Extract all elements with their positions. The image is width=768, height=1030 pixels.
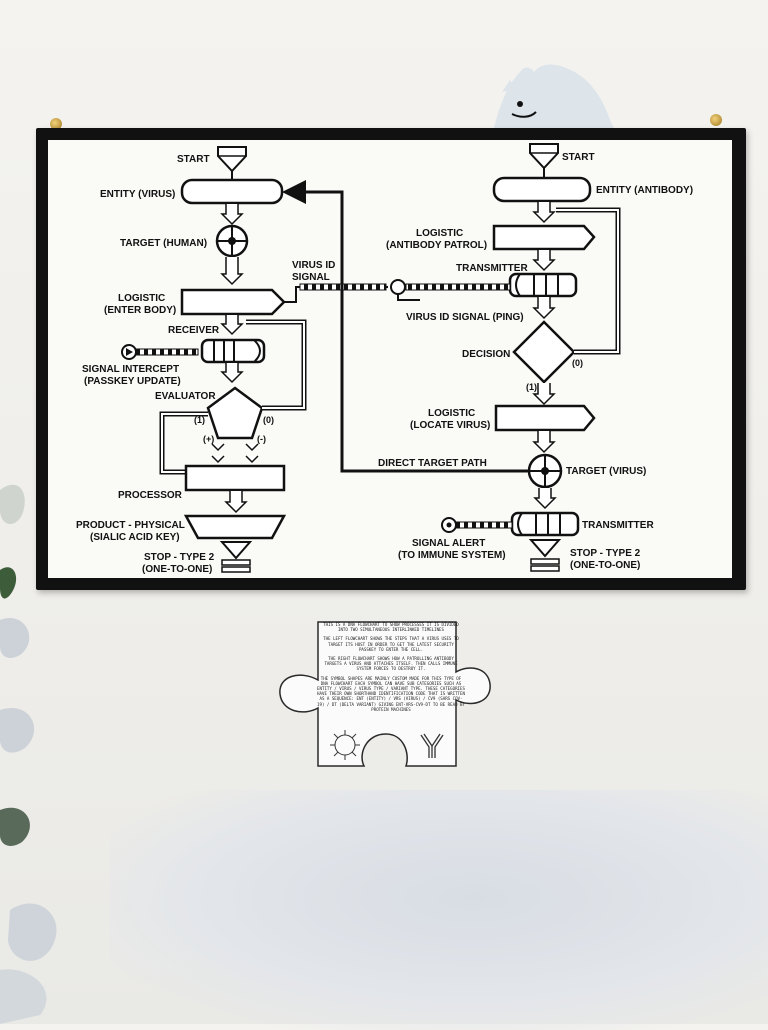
left-arrow-2 <box>220 204 244 226</box>
virus-icon <box>330 730 360 760</box>
right-target-symbol <box>527 453 563 489</box>
note-paragraph-4: THE SYMBOL SHAPES ARE MAINLY CUSTOM MADE… <box>317 675 465 712</box>
left-logistic-label-2: (ENTER BODY) <box>104 305 176 316</box>
decision-0-label: (0) <box>572 358 583 368</box>
note-paragraph-3: THE RIGHT FLOWCHART SHOWS HOW A PATROLLI… <box>324 656 458 672</box>
right-logistic-locate-symbol <box>494 404 596 432</box>
virus-id-ping-line <box>390 279 511 301</box>
right-stop-symbol <box>528 539 562 572</box>
right-start-label: START <box>562 152 595 163</box>
left-stop-symbol <box>219 541 253 573</box>
feedback-loop-0 <box>246 319 307 411</box>
left-entity-symbol <box>180 178 284 205</box>
virus-id-ping-label: VIRUS ID SIGNAL (PING) <box>406 312 524 323</box>
signal-intercept-symbol <box>121 344 199 360</box>
mount-screw <box>710 114 722 126</box>
decision-symbol <box>512 320 576 384</box>
signal-intercept-label-2: (PASSKEY UPDATE) <box>84 376 181 387</box>
right-arrow-4 <box>532 383 556 406</box>
right-entity-label: ENTITY (ANTIBODY) <box>596 185 693 196</box>
left-minus-arrow <box>245 443 259 464</box>
processor-label: PROCESSOR <box>118 490 183 501</box>
antibody-icon <box>420 733 444 758</box>
right-stop-label-1: STOP - TYPE 2 <box>570 548 641 559</box>
right-start-symbol <box>529 143 559 170</box>
left-entity-label: ENTITY (VIRUS) <box>100 189 175 200</box>
signal-alert-label-1: SIGNAL ALERT <box>412 538 485 549</box>
right-transmitter-label: TRANSMITTER <box>456 263 528 274</box>
receiver-symbol <box>200 338 266 364</box>
receiver-label: RECEIVER <box>168 325 220 336</box>
left-target-label: TARGET (HUMAN) <box>120 238 207 249</box>
left-logistic-symbol <box>180 288 286 316</box>
product-symbol <box>183 514 287 540</box>
minus-label: (-) <box>257 434 266 444</box>
left-arrow-3 <box>220 257 244 286</box>
left-stop-label-2: (ONE-TO-ONE) <box>142 564 212 575</box>
left-arrow-5 <box>220 363 244 384</box>
right-target-label: TARGET (VIRUS) <box>566 466 646 477</box>
decision-1-label: (1) <box>526 382 537 392</box>
right-logistic-locate-label-1: LOGISTIC <box>428 408 475 419</box>
signal-intercept-label-1: SIGNAL INTERCEPT <box>82 364 179 375</box>
snail-figure <box>494 64 614 128</box>
product-label-1: PRODUCT - PHYSICAL <box>76 520 185 531</box>
direct-target-path-label: DIRECT TARGET PATH <box>378 458 487 469</box>
left-arrow-4 <box>220 315 244 336</box>
evaluator-symbol <box>206 386 264 440</box>
left-plus-arrow <box>211 443 225 464</box>
right-arrow-1 <box>532 202 556 224</box>
right-arrow-6 <box>533 488 557 510</box>
right-logistic-patrol-label-2: (ANTIBODY PATROL) <box>386 240 487 251</box>
right-transmitter-symbol <box>508 272 578 298</box>
left-stop-label-1: STOP - TYPE 2 <box>144 552 215 563</box>
plus-label: (+) <box>203 434 214 444</box>
right-stop-label-2: (ONE-TO-ONE) <box>570 560 640 571</box>
note-paragraph-1: THIS IS A DNA FLOWCHART TO SHOW PROCESSE… <box>323 622 459 633</box>
right-transmitter2-label: TRANSMITTER <box>582 520 654 531</box>
right-arrow-3 <box>532 297 556 320</box>
left-start-label: START <box>177 154 210 165</box>
puzzle-note-card <box>279 621 491 767</box>
evaluator-branch-0: (0) <box>263 415 274 425</box>
evaluator-branch-1: (1) <box>194 415 205 425</box>
right-logistic-locate-label-2: (LOCATE VIRUS) <box>410 420 490 431</box>
puzzle-note-text: THIS IS A DNA FLOWCHART TO SHOW PROCESSE… <box>317 622 465 716</box>
plant-shadow <box>0 484 57 1024</box>
left-logistic-label-1: LOGISTIC <box>118 293 165 304</box>
signal-alert-label-2: (TO IMMUNE SYSTEM) <box>398 550 506 561</box>
processor-symbol <box>184 464 286 492</box>
virus-id-signal-label-2: SIGNAL <box>292 272 330 283</box>
right-logistic-patrol-label-1: LOGISTIC <box>416 228 463 239</box>
note-paragraph-2: THE LEFT FLOWCHART SHOWS THE STEPS THAT … <box>323 636 459 652</box>
mount-screw <box>50 118 62 130</box>
virus-id-signal-label-1: VIRUS ID <box>292 260 335 271</box>
right-entity-symbol <box>492 176 592 203</box>
right-logistic-patrol-symbol <box>492 224 596 251</box>
left-target-symbol <box>215 224 249 258</box>
product-label-2: (SIALIC ACID KEY) <box>90 532 180 543</box>
right-arrow-5 <box>532 431 556 454</box>
right-arrow-2 <box>532 250 556 272</box>
direct-target-path <box>282 180 529 473</box>
wall-shadow <box>110 790 768 1030</box>
signal-alert-symbol <box>441 517 513 533</box>
left-arrow-6 <box>224 491 248 514</box>
right-transmitter2-symbol <box>510 511 580 537</box>
decision-label: DECISION <box>462 349 510 360</box>
evaluator-label: EVALUATOR <box>155 391 216 402</box>
left-start-symbol <box>217 146 247 173</box>
